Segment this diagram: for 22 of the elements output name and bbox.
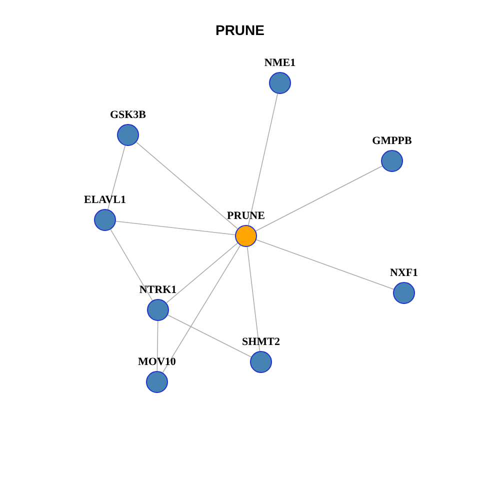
edge-line xyxy=(256,239,394,290)
edge-line xyxy=(136,142,238,230)
node-label: PRUNE xyxy=(227,211,265,222)
edge-line xyxy=(246,246,260,352)
node-label: GSK3B xyxy=(110,110,146,121)
node-label: MOV10 xyxy=(138,357,176,368)
edge-line xyxy=(156,320,158,372)
node-label: GMPPB xyxy=(372,136,412,147)
chart-title: PRUNE xyxy=(215,21,264,40)
edge-line xyxy=(166,242,238,304)
node-label: ELAVL1 xyxy=(84,195,126,206)
node-label: SHMT2 xyxy=(242,337,280,348)
node-label: NME1 xyxy=(264,58,296,69)
edge-line xyxy=(116,220,236,236)
edge-line xyxy=(248,93,278,226)
edge-line xyxy=(162,244,241,373)
node-label: NTRK1 xyxy=(139,285,177,296)
node-label: NXF1 xyxy=(390,268,418,279)
edge-line xyxy=(107,145,126,210)
edge-line xyxy=(110,229,153,301)
edge-line xyxy=(167,314,252,358)
edge-line xyxy=(255,166,383,232)
